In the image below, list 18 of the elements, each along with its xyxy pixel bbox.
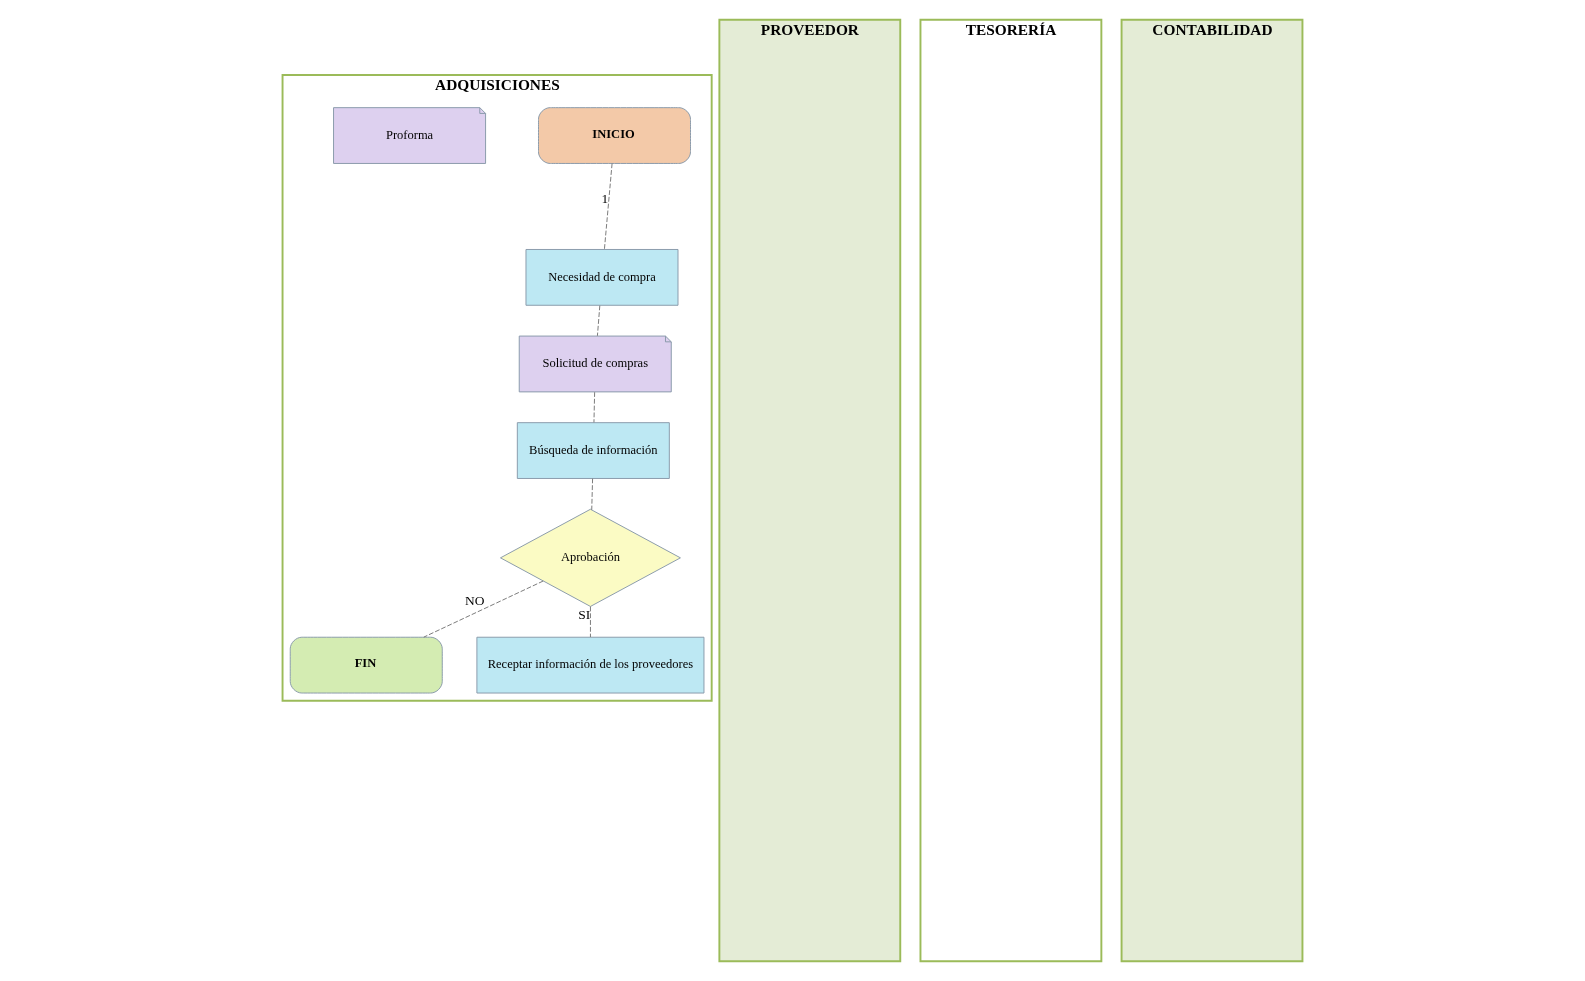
node-box: Receptar información de los proveedores [476,636,705,694]
node-box: CONTABILIDAD [1120,18,1304,963]
node-diamond: Aprobación [500,508,681,607]
connector [593,391,596,423]
connector [603,163,613,250]
connector [589,606,591,638]
node-box: PROVEEDOR [718,18,902,963]
node-box: Necesidad de compra [525,249,679,306]
connector [596,305,601,337]
edge-label: SI [578,606,591,622]
node-box: Búsqueda de información [516,422,670,479]
edge-label: 1 [601,190,609,206]
connector [423,580,544,638]
edge-label: NO [464,593,485,609]
node-box: INICIO [538,107,691,164]
connector [591,478,594,511]
node-box: FIN [289,636,443,694]
node-box: TESORERÍA [919,18,1103,963]
